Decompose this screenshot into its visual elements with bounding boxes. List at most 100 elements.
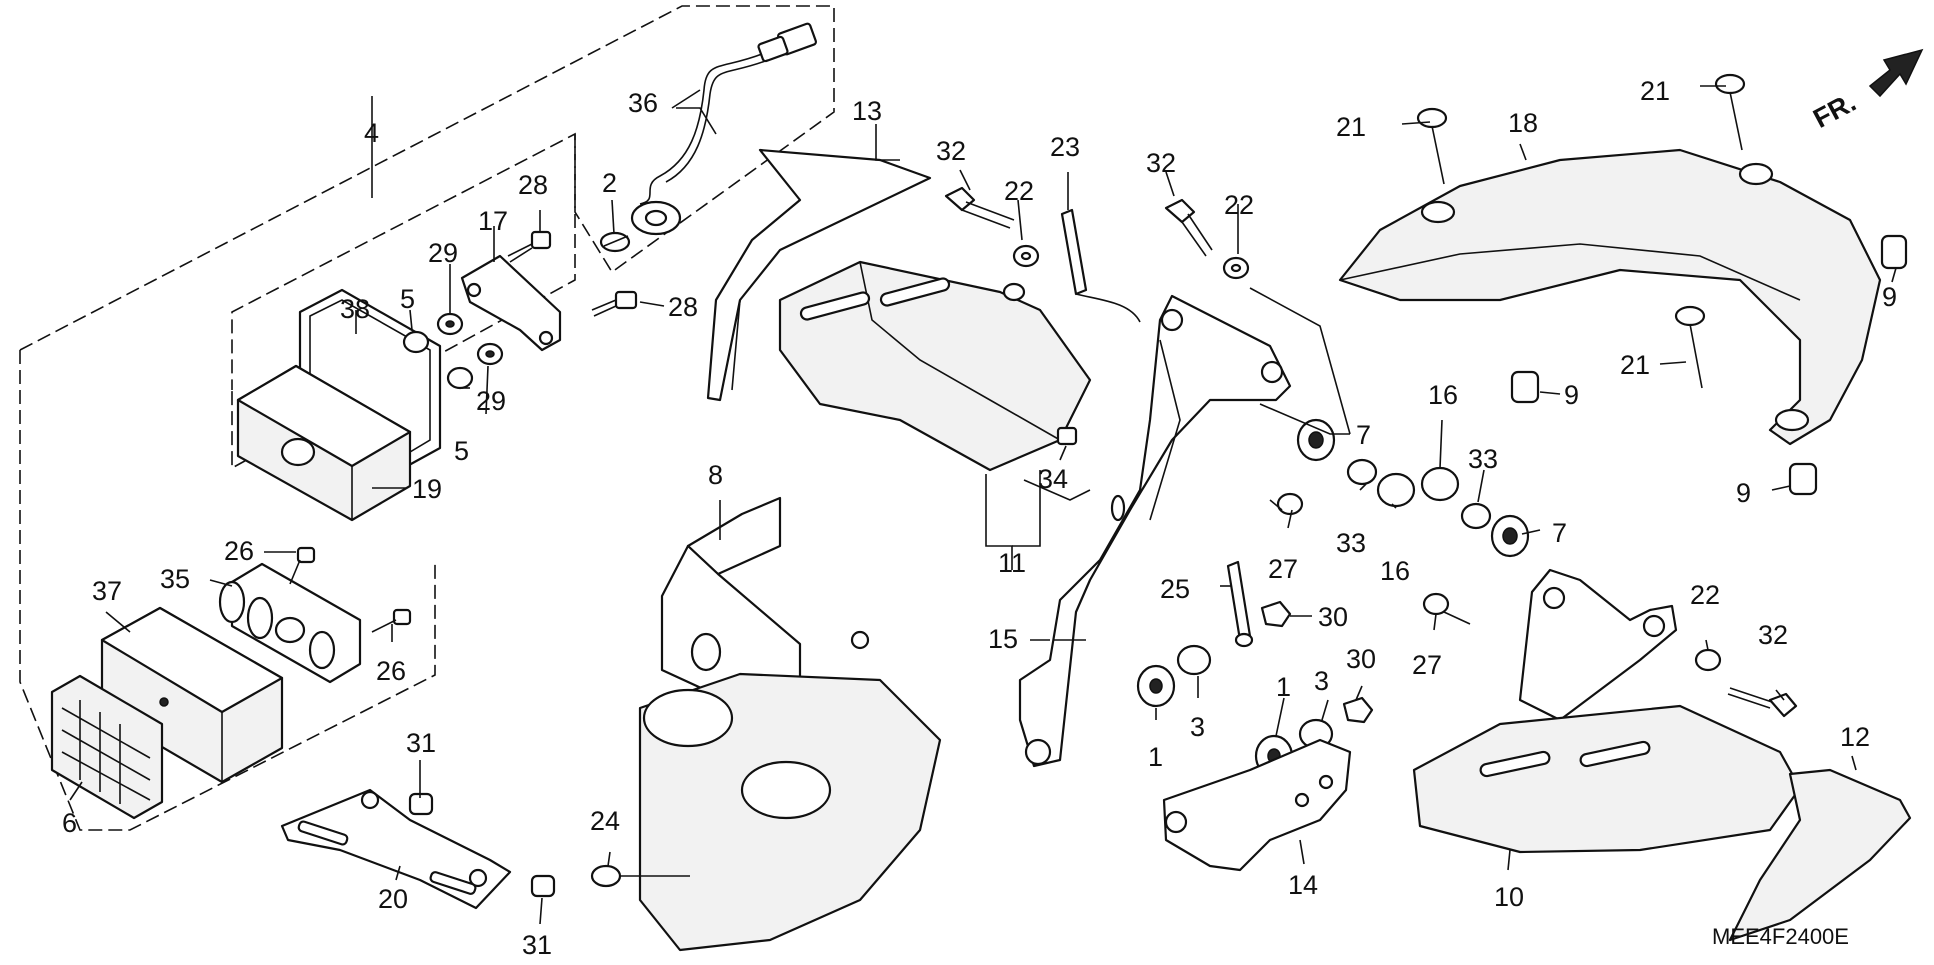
collar-part-33-b [1460, 502, 1492, 530]
reflector-housing-part-35 [218, 562, 362, 684]
bolt-part-32-b [1164, 198, 1213, 257]
callout-8: 8 [708, 460, 723, 490]
callout-21-a: 21 [1336, 112, 1366, 142]
bolt-part-32-c [1727, 687, 1798, 718]
callout-10: 10 [1494, 882, 1524, 912]
callout-9-b: 9 [1564, 380, 1579, 410]
callout-33-a: 33 [1468, 444, 1498, 474]
rubber-mount-part-1-a [1136, 664, 1176, 708]
screw-part-27-b [1422, 592, 1471, 625]
callout-33-b: 33 [1336, 528, 1366, 558]
license-bracket-part-20 [280, 788, 512, 910]
bracket-part-17 [460, 254, 562, 352]
reflector-lens-part-37 [100, 606, 284, 784]
callout-31-a: 31 [406, 728, 436, 758]
callout-21-b: 21 [1640, 76, 1670, 106]
callout-34: 34 [1038, 464, 1068, 494]
screw-part-26-a [289, 546, 316, 585]
callout-16-b: 16 [1380, 556, 1410, 586]
callout-37: 37 [92, 576, 122, 606]
washer-part-22-a [1012, 244, 1040, 268]
callout-18: 18 [1508, 108, 1538, 138]
callout-28-b: 28 [668, 292, 698, 322]
callout-3-b: 3 [1314, 666, 1329, 696]
callout-22-c: 22 [1690, 580, 1720, 610]
callout-22-b: 22 [1224, 190, 1254, 220]
callout-11: 11 [998, 548, 1026, 578]
grommet-part-9-b [1510, 370, 1540, 404]
callout-38: 38 [340, 294, 370, 324]
bushing-part-7-a [1296, 418, 1336, 462]
callout-32-b: 32 [1146, 148, 1176, 178]
callout-36: 36 [628, 88, 658, 118]
bulb-part-2 [599, 231, 631, 253]
band-part-25 [1226, 560, 1254, 648]
bracket-part-14 [1162, 738, 1352, 872]
clip-part-24 [590, 864, 622, 888]
front-direction-arrow [1868, 48, 1924, 98]
nut-part-31-b [530, 874, 556, 898]
rear-inner-fender-part-13 [706, 148, 932, 402]
callout-24: 24 [590, 806, 620, 836]
grommet-part-9-a [1880, 234, 1908, 270]
screw-part-28-a [507, 230, 552, 263]
fender-bracket-part-11 [778, 260, 1092, 472]
right-frame-bracket [1518, 568, 1678, 722]
callout-20: 20 [378, 884, 408, 914]
callout-9-a: 9 [1882, 282, 1897, 312]
screw-part-21-c [1674, 305, 1706, 389]
nut-part-29-a [436, 312, 464, 336]
clip-part-34 [1056, 426, 1078, 446]
callout-26-b: 26 [376, 656, 406, 686]
callout-32-a: 32 [936, 136, 966, 166]
wire-harness-part-36 [630, 22, 817, 236]
tail-light-lens-part-19 [236, 364, 412, 522]
screw-part-26-b [371, 608, 412, 633]
nut-part-30-a [1260, 600, 1292, 628]
rear-fender-part-18 [1338, 148, 1882, 446]
callout-29-b: 29 [476, 386, 506, 416]
callout-31-b: 31 [522, 930, 552, 960]
collar-part-3-a [1176, 644, 1212, 676]
rear-frame-bracket-part-15 [1018, 294, 1292, 768]
nut-part-29-b [476, 342, 504, 366]
callout-22-a: 22 [1004, 176, 1034, 206]
callout-13: 13 [852, 96, 882, 126]
bushing-part-7-b [1490, 514, 1530, 558]
callout-23: 23 [1050, 132, 1080, 162]
reflector-part-6 [50, 674, 164, 820]
callout-26-a: 26 [224, 536, 254, 566]
callout-1-a: 1 [1148, 742, 1163, 772]
callout-35: 35 [160, 564, 190, 594]
inner-fender-part-10 [1412, 704, 1802, 854]
callout-29-a: 29 [428, 238, 458, 268]
bolt-part-32-a [944, 186, 1015, 229]
nut-part-31-a [408, 792, 434, 816]
screw-part-27-a [1269, 492, 1304, 516]
diagram-code: MEE4F2400E [1712, 924, 1849, 949]
callout-5-a: 5 [400, 284, 415, 314]
callout-9-c: 9 [1736, 478, 1751, 508]
callout-27-b: 27 [1412, 650, 1442, 680]
callout-30-b: 30 [1346, 644, 1376, 674]
cover-part-12 [1728, 768, 1912, 942]
grommet-part-5-a [402, 330, 430, 354]
rear-splash-guard-part-8 [638, 496, 942, 952]
direction-label: FR. [1808, 87, 1860, 134]
screw-part-21-a [1416, 107, 1448, 185]
washer-part-22-b [1222, 256, 1250, 280]
callout-12: 12 [1840, 722, 1870, 752]
callout-5-b: 5 [454, 436, 469, 466]
screw-part-28-b [591, 290, 638, 317]
callout-17: 17 [478, 206, 508, 236]
leader-lines [69, 85, 1897, 925]
callout-15: 15 [988, 624, 1018, 654]
callout-32-c: 32 [1758, 620, 1788, 650]
callout-2: 2 [602, 168, 617, 198]
callout-14: 14 [1288, 870, 1318, 900]
callout-28-a: 28 [518, 170, 548, 200]
callout-3-a: 3 [1190, 712, 1205, 742]
grommet-part-9-c [1788, 462, 1818, 496]
callout-19: 19 [412, 474, 442, 504]
